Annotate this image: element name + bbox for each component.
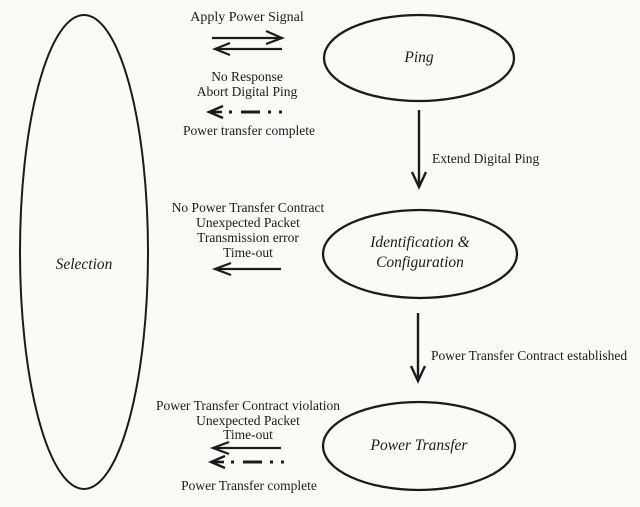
- power-transfer-complete-bottom-label: Power Transfer complete: [181, 478, 317, 493]
- apply-power-right-arrow: [212, 29, 285, 46]
- ping-state-ellipse: [322, 13, 516, 103]
- power-transfer-complete-top-label: Power transfer complete: [183, 123, 315, 138]
- abort-digital-ping-arrow: [205, 104, 282, 120]
- identification-state-ellipse: [321, 208, 519, 300]
- ping-state-label: Ping: [404, 49, 434, 66]
- apply-power-return-arrow: [212, 41, 282, 57]
- power-transfer-state-ellipse: [321, 400, 517, 492]
- extend-digital-ping-label: Extend Digital Ping: [432, 151, 540, 166]
- no-response-abort-label: No Response Abort Digital Ping: [196, 69, 298, 99]
- power-transfer-complete-arrow: [207, 454, 284, 470]
- identification-exit-events-label: No Power Transfer Contract Unexpected Pa…: [171, 200, 325, 260]
- identification-state-label: Identification & Configuration: [370, 234, 470, 271]
- extend-digital-ping-arrow: [410, 110, 428, 190]
- selection-state-ellipse: [19, 14, 149, 490]
- power-transfer-exit-arrow: [209, 440, 281, 456]
- power-transfer-state-label: Power Transfer: [370, 437, 468, 454]
- contract-established-arrow: [409, 313, 427, 384]
- contract-established-label: Power Transfer Contract established: [431, 348, 628, 363]
- apply-power-signal-label: Apply Power Signal: [190, 10, 304, 25]
- selection-state-label: Selection: [55, 256, 113, 273]
- power-transfer-exit-events-label: Power Transfer Contract violation Unexpe…: [155, 398, 341, 442]
- identification-exit-arrow: [211, 261, 281, 277]
